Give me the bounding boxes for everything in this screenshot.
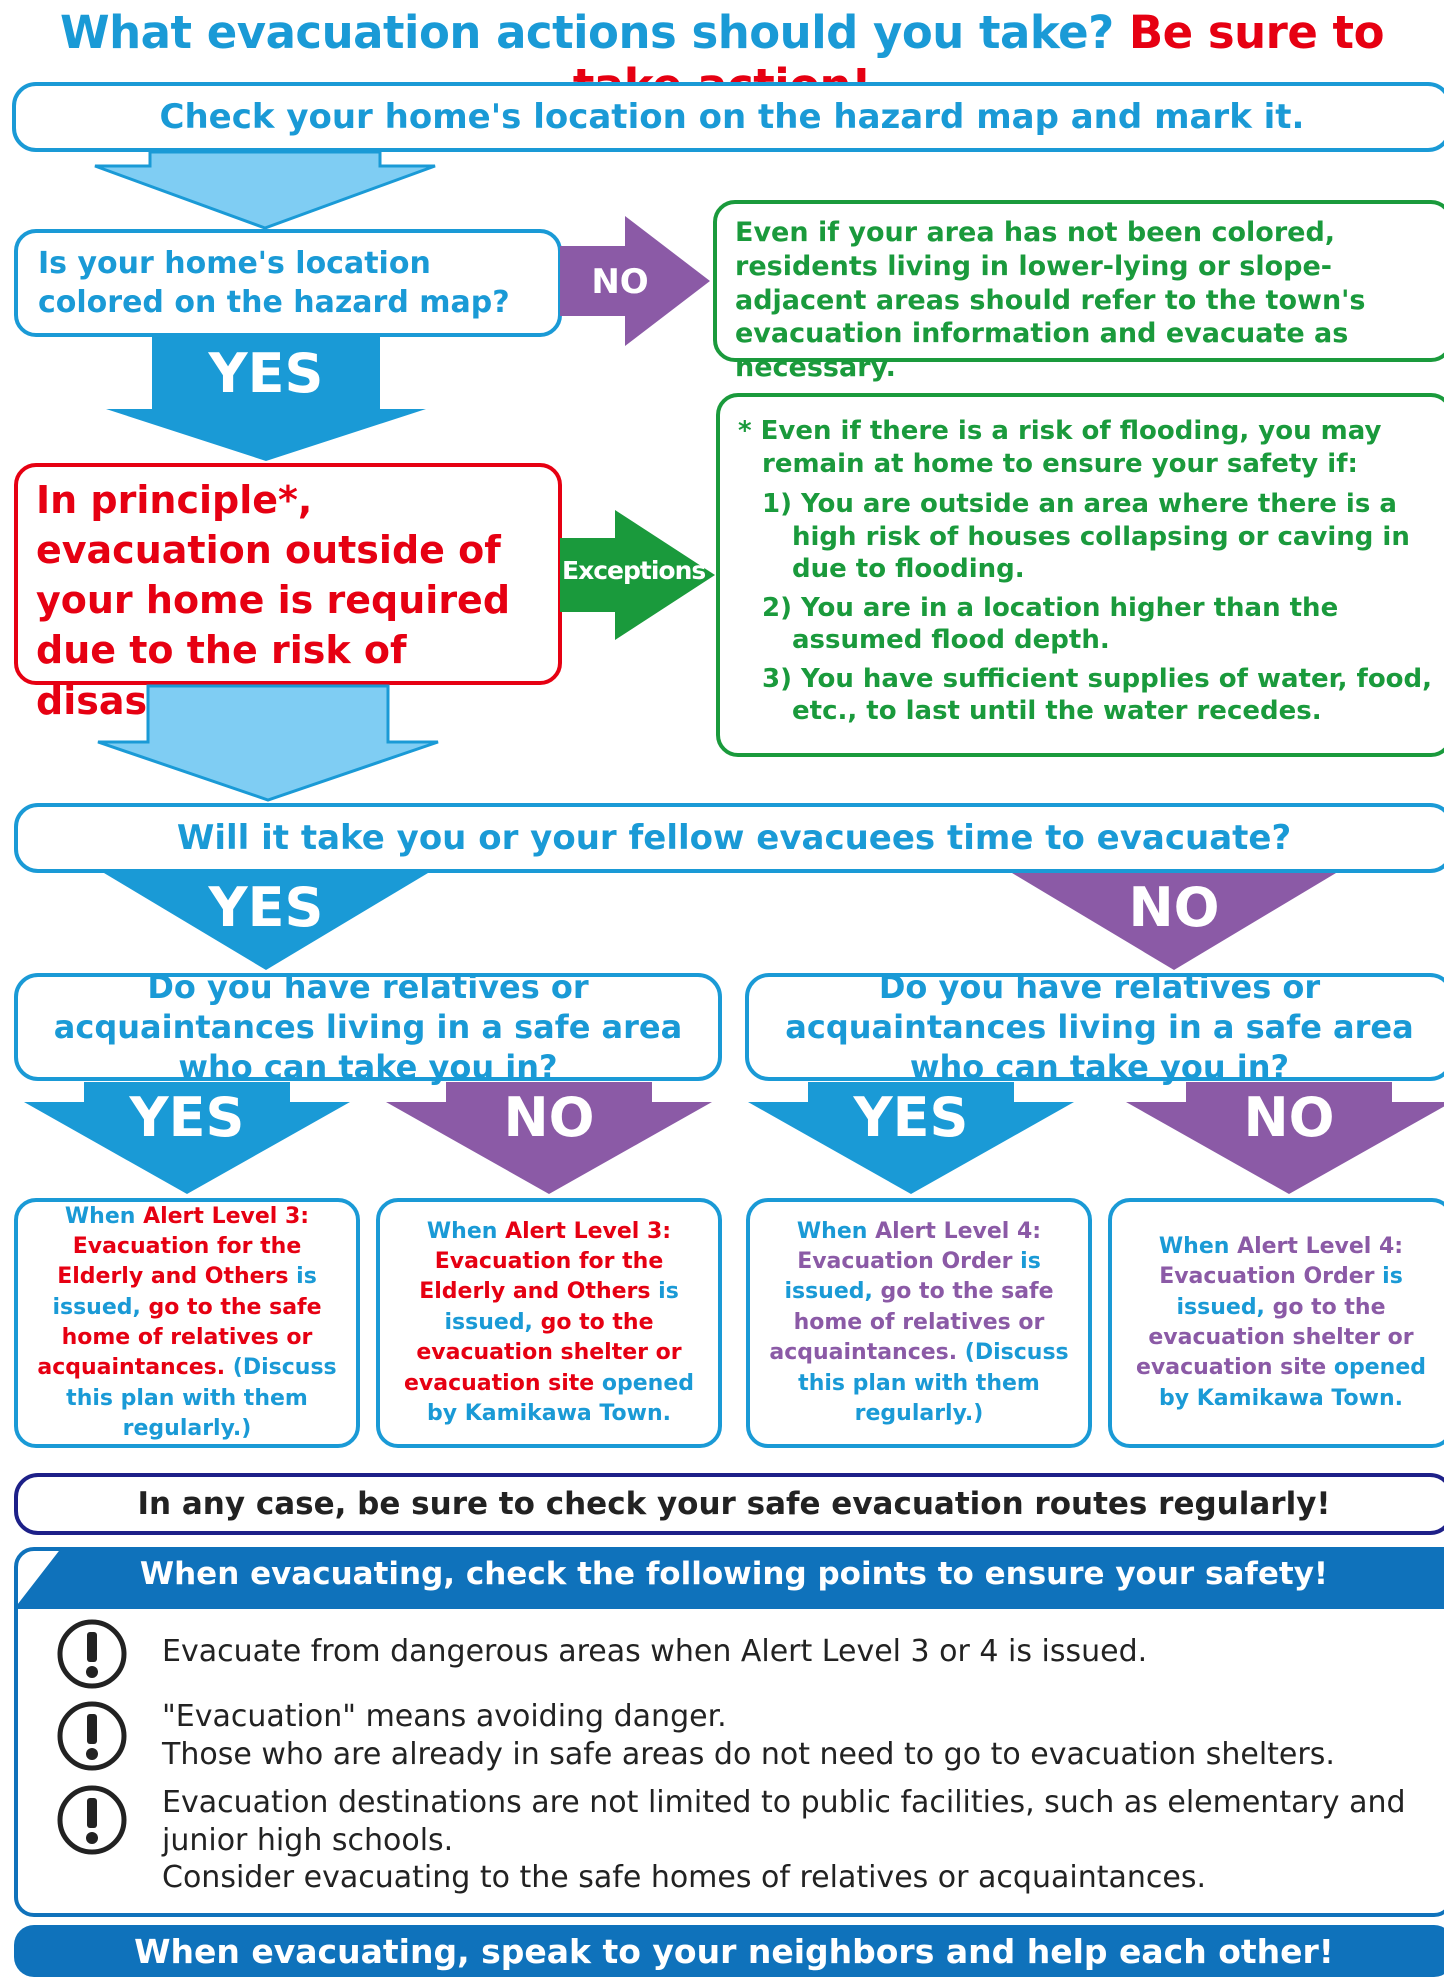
yes-label-1: YES [208,342,324,405]
yes-label-4: YES [853,1086,969,1149]
outcome-level4-shelter: When Alert Level 4: Evacuation Order is … [1108,1198,1444,1448]
exclamation-icon [57,1785,127,1855]
question-relatives-left-text: Do you have relatives or acquaintances l… [53,968,683,1086]
o3-note: (Discuss this plan with them regularly.) [798,1340,1069,1426]
yes-arrow-4 [748,1082,1074,1194]
exception-item-3-text: You have sufficient supplies of water, f… [792,663,1433,727]
safety-point-3: Evacuation destinations are not limited … [162,1784,1417,1897]
no-arrow-4 [1126,1082,1444,1194]
exception-item-1: 1) You are outside an area where there i… [738,488,1433,586]
o1-action: go to the safe home of relatives or acqu… [37,1294,322,1381]
question-evacuation-time-text: Will it take you or your fellow evacuees… [176,818,1292,858]
step-check-hazard-map-text: Check your home's location on the hazard… [159,97,1305,137]
no-label-4: NO [1243,1086,1335,1149]
o2-note: opened by Kamikawa Town. [427,1370,694,1426]
yes-arrow-1 [106,337,426,461]
safety-point-1-text: Evacuate from dangerous areas when Alert… [162,1634,1148,1669]
question-evacuation-time: Will it take you or your fellow evacuees… [14,803,1444,873]
no-arrow-3 [386,1082,712,1194]
title-question: What evacuation actions should you take? [60,6,1114,59]
not-colored-note-text: Even if your area has not been colored, … [735,217,1366,383]
no-arrow-2 [1012,873,1336,970]
no-label-1: NO [591,262,649,302]
o1-note: (Discuss this plan with them regularly.) [66,1355,337,1442]
exceptions-box: * Even if there is a risk of flooding, y… [716,393,1444,757]
outcome-level3-shelter: When Alert Level 3: Evacuation for the E… [376,1198,722,1448]
question-home-colored-text: Is your home's location colored on the h… [38,246,510,320]
question-relatives-right: Do you have relatives or acquaintances l… [745,968,1444,1086]
exception-item-1-text: You are outside an area where there is a… [792,489,1410,584]
exclamation-icon [57,1619,127,1689]
o2-action: go to the evacuation shelter or evacuati… [403,1309,682,1396]
exception-item-2: 2) You are in a location higher than the… [738,592,1433,657]
safety-point-2-line2: Those who are already in safe areas do n… [162,1736,1335,1772]
footer-banner: When evacuating, speak to your neighbors… [14,1925,1444,1977]
o3-alert-level: Alert Level 4: Evacuation Order [797,1218,1042,1275]
o4-action: go to the evacuation shelter or evacuati… [1135,1294,1414,1381]
exception-item-1-num: 1) [762,489,792,519]
exception-item-2-text: You are in a location higher than the as… [792,592,1339,656]
o2-alert-level: Alert Level 3: Evacuation for the Elderl… [419,1218,672,1305]
safety-point-3-line2: Consider evacuating to the safe homes of… [162,1860,1206,1895]
not-colored-note: Even if your area has not been colored, … [713,200,1444,383]
safety-point-2-line1: "Evacuation" means avoiding danger. [162,1699,727,1734]
down-arrow-1 [94,150,436,230]
principle-box: In principle*, evacuation outside of you… [14,463,562,723]
footer-text: When evacuating, speak to your neighbors… [134,1931,1334,1971]
o4-note: opened by Kamikawa Town. [1159,1355,1426,1411]
safety-point-1: Evacuate from dangerous areas when Alert… [162,1633,1432,1671]
no-arrow-right [560,216,710,346]
no-label-2: NO [1128,876,1220,939]
o4-alert-level: Alert Level 4: Evacuation Order [1159,1233,1404,1290]
step-check-hazard-map: Check your home's location on the hazard… [12,82,1444,152]
exception-item-2-num: 2) [762,592,792,623]
yes-arrow-2 [104,873,428,970]
question-relatives-left: Do you have relatives or acquaintances l… [14,968,722,1086]
exclamation-icon [57,1701,127,1771]
outcome-level4-relatives: When Alert Level 4: Evacuation Order is … [746,1198,1092,1448]
safety-header-banner [14,1547,1444,1609]
o4-issued: is issued, [1176,1264,1403,1320]
safety-point-3-line1: Evacuation destinations are not limited … [162,1785,1406,1858]
o3-when: When [796,1218,876,1244]
exceptions-arrow [560,510,715,640]
exceptions-label: Exceptions [562,556,706,585]
no-label-3: NO [503,1086,595,1149]
o1-alert-level: Alert Level 3: Evacuation for the Elderl… [57,1203,310,1290]
o4-when: When [1158,1233,1238,1259]
question-home-colored: Is your home's location colored on the h… [14,229,562,337]
yes-label-2: YES [208,876,324,939]
exception-item-3-num: 3) [762,663,792,694]
yes-arrow-3 [24,1082,350,1194]
routes-note-text: In any case, be sure to check your safe … [137,1486,1331,1522]
safety-point-2: "Evacuation" means avoiding danger. Thos… [162,1698,1432,1773]
o3-issued: is issued, [784,1249,1041,1305]
question-relatives-right-text: Do you have relatives or acquaintances l… [785,968,1414,1086]
page-title: What evacuation actions should you take?… [0,6,1444,112]
o1-when: When [64,1203,144,1229]
down-arrow-2 [97,684,439,802]
exception-item-3: 3) You have sufficient supplies of water… [738,663,1433,728]
o2-when: When [426,1218,506,1244]
safety-header: When evacuating, check the following poi… [139,1556,1329,1592]
o2-issued: is issued, [444,1279,679,1335]
yes-label-3: YES [129,1086,245,1149]
routes-note: In any case, be sure to check your safe … [14,1473,1444,1535]
exceptions-intro: * Even if there is a risk of flooding, y… [738,416,1382,479]
principle-text: In principle*, evacuation outside of you… [36,478,511,723]
outcome-level3-relatives: When Alert Level 3: Evacuation for the E… [14,1198,360,1448]
o1-issued: is issued, [52,1264,317,1320]
o3-action: go to the safe home of relatives or acqu… [769,1279,1054,1366]
